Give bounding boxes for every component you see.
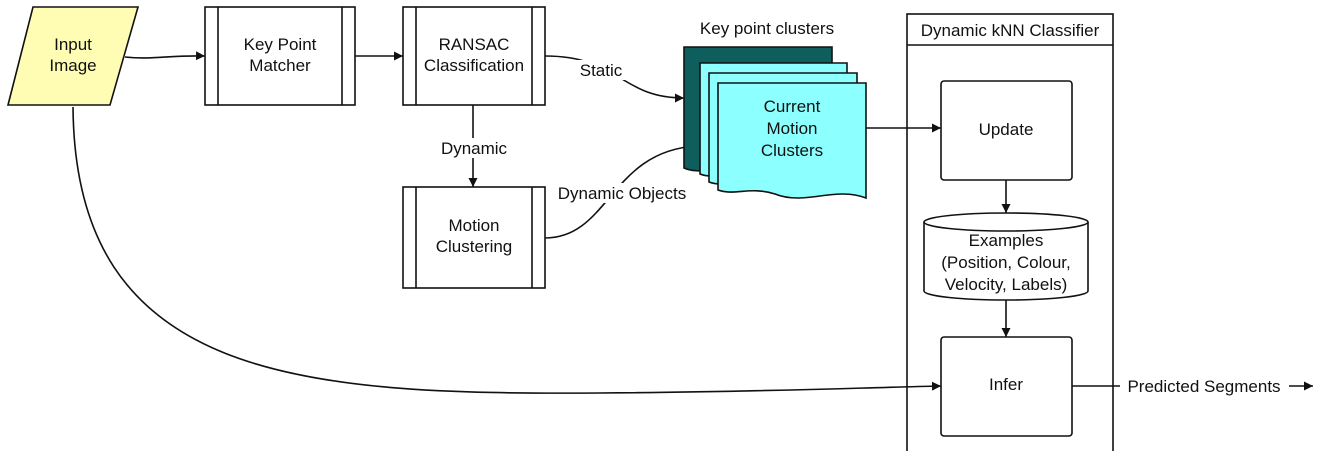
- node-key-point-matcher: Key Point Matcher: [204, 6, 356, 106]
- current-clusters-label-2: Motion: [766, 119, 817, 138]
- input-image-label-1: Input: [54, 35, 92, 54]
- examples-label-3: Velocity, Labels): [945, 275, 1068, 294]
- node-ransac-classification: RANSAC Classification: [402, 6, 546, 106]
- update-label: Update: [979, 120, 1034, 139]
- motion-clustering-label-1: Motion: [448, 216, 499, 235]
- infer-label: Infer: [989, 375, 1023, 394]
- node-update: Update: [940, 80, 1073, 181]
- examples-label-2: (Position, Colour,: [941, 253, 1070, 272]
- node-examples: Examples (Position, Colour, Velocity, La…: [923, 212, 1089, 301]
- knn-classifier-title: Dynamic kNN Classifier: [921, 21, 1100, 40]
- ransac-label-1: RANSAC: [439, 35, 510, 54]
- motion-clustering-label-2: Clustering: [436, 237, 513, 256]
- edge-input-to-infer: [72, 106, 942, 394]
- node-input-image: Input Image: [6, 6, 140, 106]
- output-label-predicted-segments: Predicted Segments: [1127, 377, 1280, 396]
- current-clusters-label-3: Clusters: [761, 141, 823, 160]
- key-point-clusters-title: Key point clusters: [700, 19, 834, 38]
- cluster-doc-front: [717, 82, 867, 200]
- ransac-label-2: Classification: [424, 56, 524, 75]
- examples-label-1: Examples: [969, 231, 1044, 250]
- node-key-point-clusters: Current Motion Clusters: [683, 46, 867, 200]
- key-point-matcher-label-1: Key Point: [244, 35, 317, 54]
- node-infer: Infer: [940, 336, 1073, 437]
- input-image-label-2: Image: [49, 56, 96, 75]
- node-motion-clustering: Motion Clustering: [402, 186, 546, 289]
- key-point-matcher-label-2: Matcher: [249, 56, 311, 75]
- edge-input-to-matcher: [124, 51, 206, 61]
- edge-label-dynamic-objects: Dynamic Objects: [558, 184, 686, 203]
- edge-label-static: Static: [580, 61, 623, 80]
- edge-label-dynamic: Dynamic: [441, 139, 508, 158]
- current-clusters-label-1: Current: [764, 97, 821, 116]
